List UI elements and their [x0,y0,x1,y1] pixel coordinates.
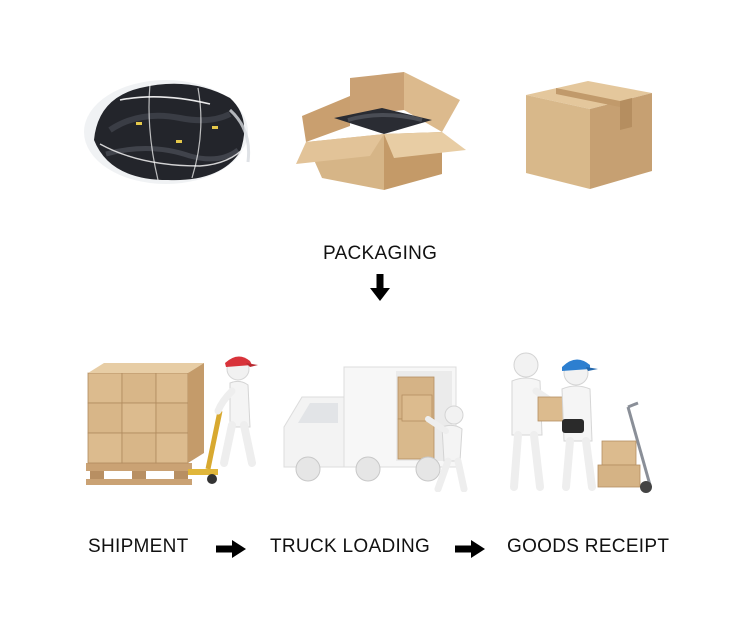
shipment-image [86,356,258,485]
arrow-right-icon [216,540,246,558]
open-box-image [296,72,466,190]
step-label-truck-loading: TRUCK LOADING [270,536,431,557]
arrow-right-icon [455,540,485,558]
truck-loading-image [283,366,468,492]
goods-receipt-image [510,352,652,493]
sealed-box-image [526,81,652,189]
step-label-shipment: SHIPMENT [88,536,189,557]
arrow-down-icon [370,274,390,301]
step-label-goods-receipt: GOODS RECEIPT [507,536,670,557]
bagged-product-image [84,80,251,184]
packaging-label: PACKAGING [323,243,438,264]
